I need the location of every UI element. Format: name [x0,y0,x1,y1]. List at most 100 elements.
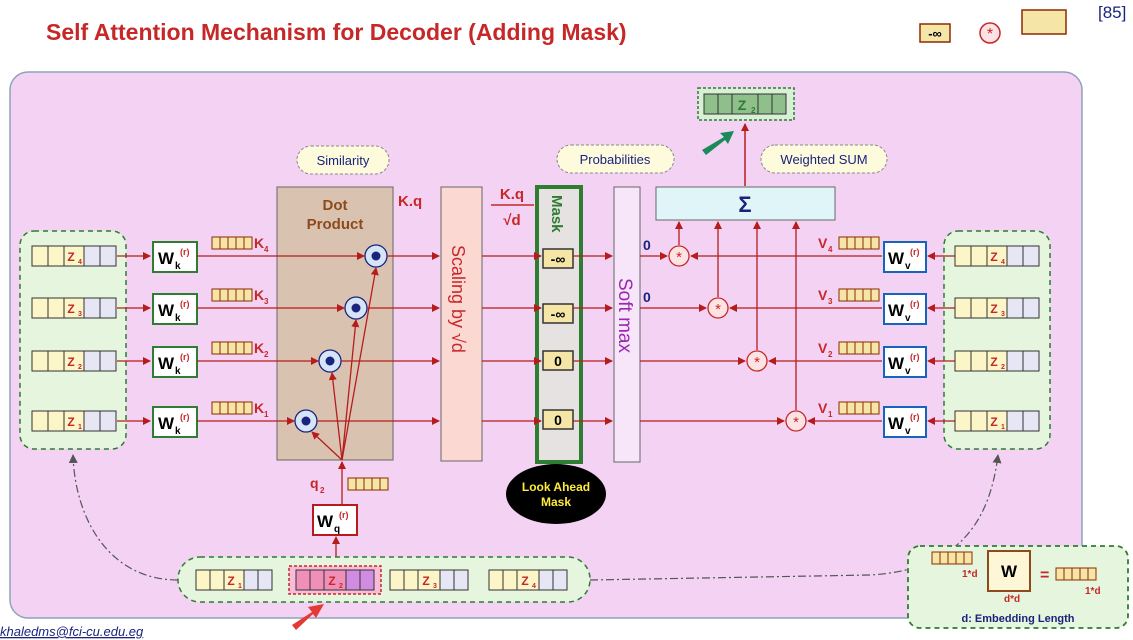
input-token-4: Z 4 [488,569,568,591]
output-z-sub: 2 [751,106,756,115]
wv-sub: v [905,261,911,272]
vector-cell [99,245,117,267]
output-cell [771,93,787,115]
key-vector-cell [227,401,237,415]
value-vector-cell [846,401,856,415]
dot-node [294,409,318,433]
vector-cell [83,350,101,372]
embedding-row-1: Z 1 W k (r) K 1 * [31,221,1040,438]
probabilities-callout [556,144,675,174]
info-vector-cell [1063,567,1073,581]
value-letter: V [818,340,828,356]
vector-cell [47,350,65,372]
dot-node-inner [301,416,311,426]
vector-cell [195,569,211,591]
vector-cell [47,410,65,432]
wk-w: W [158,249,175,268]
value-letter: V [818,235,828,251]
value-vector [838,341,880,355]
weighted-sum-label: Weighted SUM [780,152,867,167]
value-sub: 3 [828,297,833,306]
author-email[interactable]: khaledms@fci-cu.edu.eg [0,624,144,639]
value-vector [838,236,880,250]
key-vector-cell [227,341,237,355]
z-sub: 2 [1001,364,1005,371]
wv-box: W v (r) [883,346,927,378]
vector-cell [31,350,49,372]
vector-cell [309,569,325,591]
info-matrix-box [987,550,1031,592]
query-arrow [341,319,360,461]
query-arrow [311,431,343,461]
wq-sup: (r) [339,510,349,520]
multiply-node-symbol: * [754,354,760,371]
info-note: d: Embedding Length [961,613,1074,625]
wk-box-frame [152,406,198,438]
wv-sub: v [905,313,911,324]
vector-cell [1006,245,1024,267]
key-vector-cell [243,288,253,302]
value-vector-cell [846,288,856,302]
query-arrow [341,267,379,461]
multiply-node-circle [707,297,729,319]
key-vector-cell [227,236,237,250]
vector-cell [99,297,117,319]
value-vector-cell [862,401,872,415]
wv-sup: (r) [910,299,920,309]
key-letter: K [254,287,264,303]
wv-w: W [888,354,905,373]
vector-cell [954,245,972,267]
multiply-legend-text: * [987,26,993,43]
key-vector-cell [211,341,221,355]
value-vector-cell [854,341,864,355]
vector-cell [552,569,568,591]
info-vector-cell [955,551,965,565]
vector-cell [31,245,49,267]
look-ahead-label-1: Look Ahead [522,480,590,494]
query-letter: q [310,475,319,491]
query-sub: 2 [320,486,325,495]
multiply-node: * [746,350,768,372]
value-sub: 4 [828,245,833,254]
value-vector-cell [846,341,856,355]
key-letter: K [254,400,264,416]
mask-cell: 0 [542,350,574,371]
wv-w: W [888,249,905,268]
info-vector-cell [1071,567,1081,581]
vector-cell [970,297,988,319]
key-vector-cell [235,341,245,355]
z-letter: Z [990,250,997,264]
query-vector-cell [379,477,389,491]
vector-cell [345,569,361,591]
wk-box: W k (r) [152,241,198,273]
vector-cell [1022,297,1040,319]
wv-w: W [888,301,905,320]
z-sub: 2 [339,583,343,590]
vector-cell [99,350,117,372]
vector-cell [439,569,455,591]
wv-box-frame [883,241,927,273]
wk-sup: (r) [180,412,190,422]
left-embedding-vector: Z 1 [31,410,117,432]
query-vector [347,477,389,491]
mask-cell: -∞ [542,248,574,269]
wq-sub: q [334,524,340,535]
wq-box: W q (r) [312,504,358,536]
key-sub: 4 [264,245,269,254]
vector-cell [31,297,49,319]
wk-box-frame [152,346,198,378]
z-letter: Z [67,302,74,316]
multiply-node-symbol: * [676,249,682,266]
value-vector-cell [838,401,848,415]
kq-label: K.q [398,193,422,210]
key-vector [211,288,253,302]
vector-cell [403,569,419,591]
wk-box: W k (r) [152,346,198,378]
output-cell [717,93,733,115]
info-equals: = [1040,567,1049,584]
vector-cell [1006,410,1024,432]
z-letter: Z [67,355,74,369]
key-vector [211,401,253,415]
input-token-2: Z 2 [288,565,382,595]
